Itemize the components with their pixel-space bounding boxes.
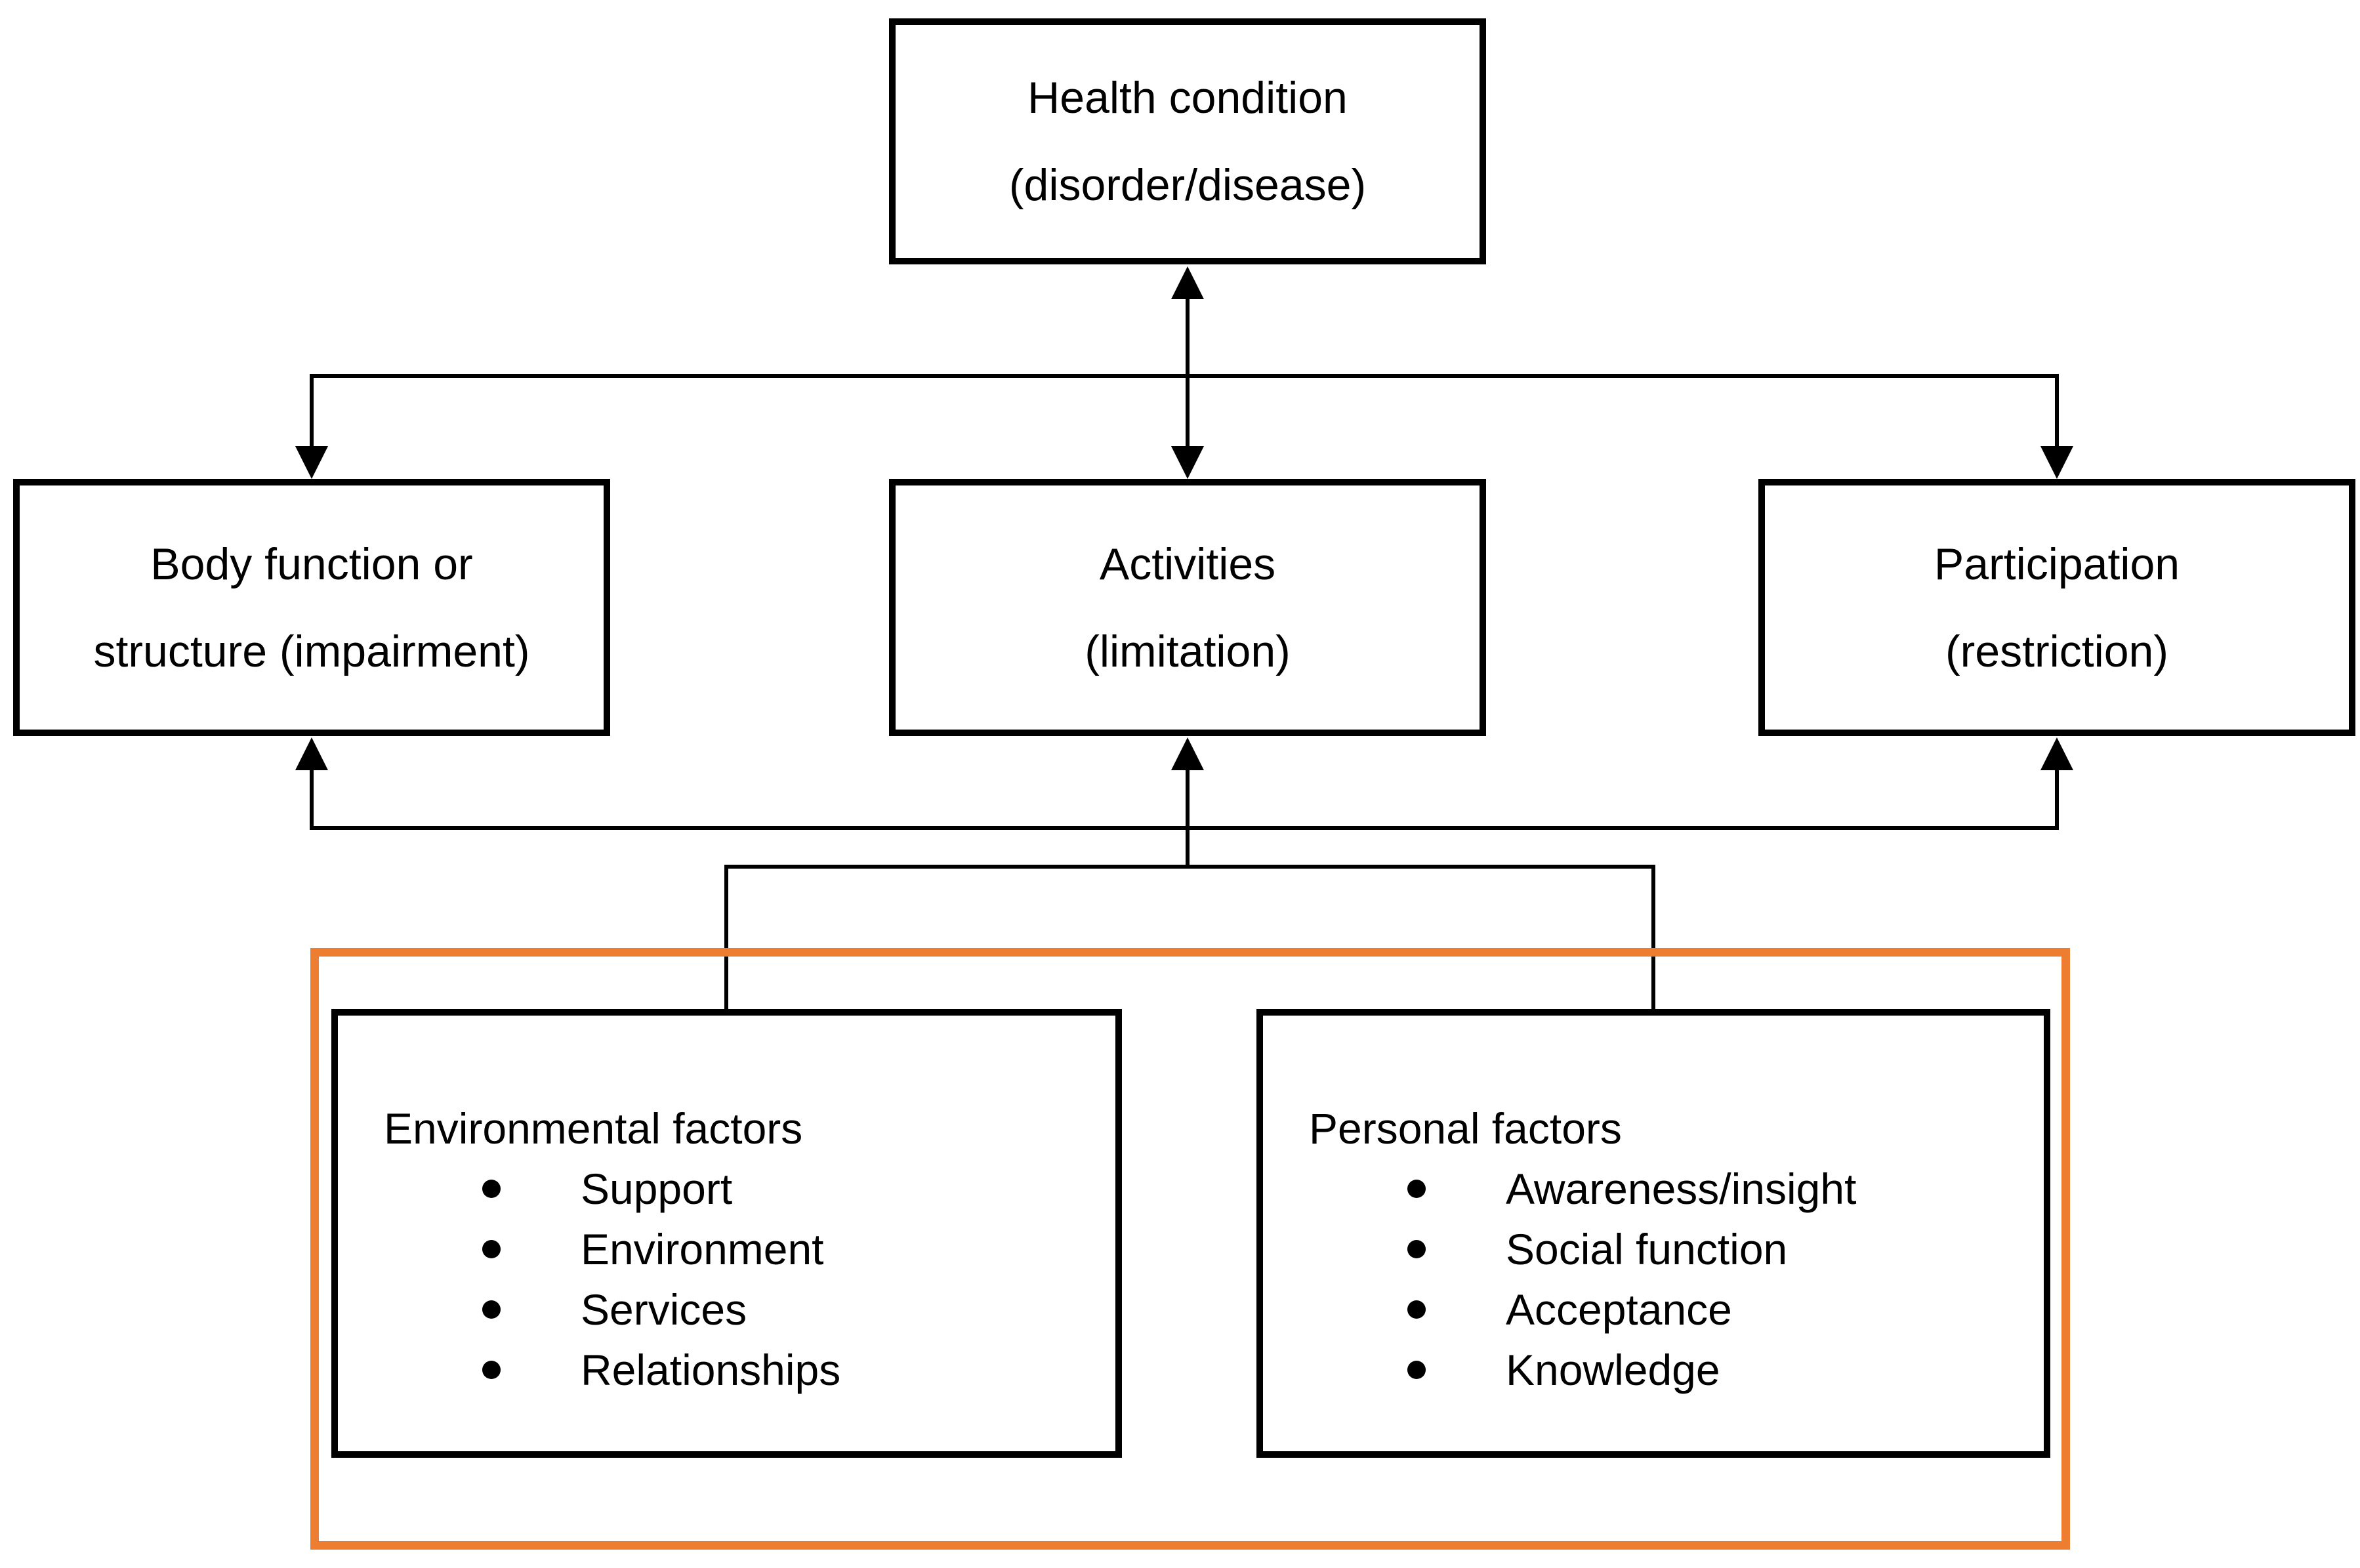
box-body-function: Body function or structure (impairment) (13, 479, 610, 736)
list-item: Acceptance (1263, 1279, 2044, 1340)
bullet-icon (482, 1240, 501, 1258)
bullet-icon (1407, 1240, 1426, 1258)
participation-label-line2: (restriction) (1945, 626, 2169, 676)
arrowhead-down-into-body-function (295, 446, 328, 479)
box-personal-factors: Personal factors Awareness/insight Socia… (1256, 1009, 2050, 1458)
bullet-icon (482, 1180, 501, 1198)
arrowhead-up-into-body-function (295, 737, 328, 770)
bullet-icon (482, 1300, 501, 1319)
environmental-factors-title: Environmental factors (384, 1104, 803, 1153)
list-item: Social function (1263, 1219, 2044, 1279)
personal-factors-title: Personal factors (1309, 1104, 1622, 1153)
list-item-label: Services (581, 1285, 747, 1334)
activities-label-line2: (limitation) (1085, 626, 1291, 676)
activities-label-line1: Activities (1099, 539, 1276, 589)
list-item: Awareness/insight (1263, 1159, 2044, 1219)
list-item: Environment (338, 1219, 1115, 1279)
arrowhead-up-into-participation (2040, 737, 2073, 770)
list-item-label: Support (581, 1165, 733, 1213)
list-item: Knowledge (1263, 1340, 2044, 1400)
body-function-label-line2: structure (impairment) (93, 626, 530, 676)
list-item: Support (338, 1159, 1115, 1219)
box-health-condition: Health condition (disorder/disease) (889, 18, 1486, 264)
list-item: Relationships (338, 1340, 1115, 1400)
arrowhead-down-into-participation (2040, 446, 2073, 479)
health-condition-label-line1: Health condition (1027, 73, 1348, 123)
body-function-label-line1: Body function or (150, 539, 473, 589)
list-item-label: Environment (581, 1225, 824, 1273)
health-condition-label-line2: (disorder/disease) (1008, 160, 1367, 210)
list-item-label: Relationships (581, 1346, 841, 1394)
arrowhead-down-into-activities (1171, 446, 1204, 479)
arrowhead-up-into-activities (1171, 737, 1204, 770)
list-item-label: Acceptance (1506, 1285, 1732, 1334)
box-participation: Participation (restriction) (1758, 479, 2355, 736)
list-item-label: Knowledge (1506, 1346, 1720, 1394)
list-item-label: Awareness/insight (1506, 1165, 1857, 1213)
list-item: Services (338, 1279, 1115, 1340)
bullet-icon (1407, 1180, 1426, 1198)
bullet-icon (482, 1361, 501, 1379)
box-activities: Activities (limitation) (889, 479, 1486, 736)
contextual-factors-frame (310, 948, 2070, 1550)
bullet-icon (1407, 1361, 1426, 1379)
box-environmental-factors: Environmental factors Support Environmen… (331, 1009, 1122, 1458)
list-item-label: Social function (1506, 1225, 1788, 1273)
bullet-icon (1407, 1300, 1426, 1319)
participation-label-line1: Participation (1934, 539, 2180, 589)
arrowhead-up-into-health-condition (1171, 266, 1204, 299)
personal-factors-list: Awareness/insight Social function Accept… (1263, 1159, 2044, 1400)
environmental-factors-list: Support Environment Services Relationshi… (338, 1159, 1115, 1400)
